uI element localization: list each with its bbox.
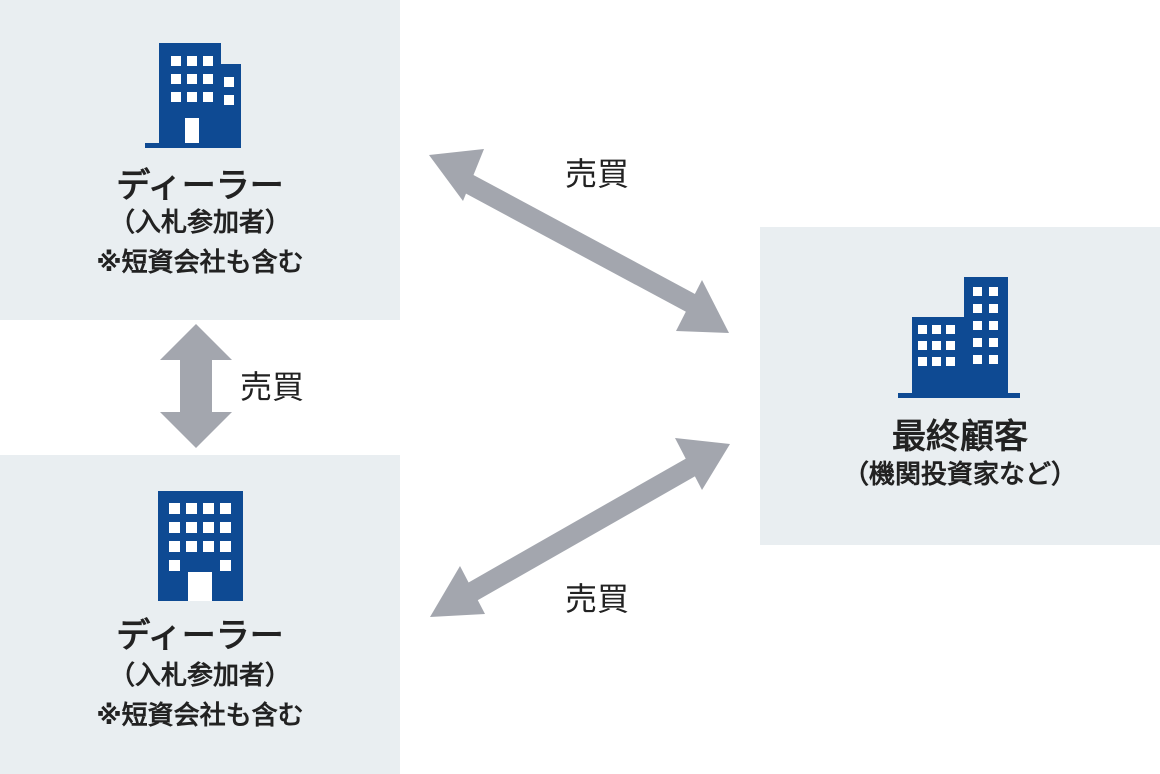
customer-subtitle: （機関投資家など）	[842, 460, 1077, 490]
dealer-bottom-title: ディーラー	[116, 616, 284, 656]
office-building-icon	[158, 491, 243, 601]
edge-label-dealers: 売買	[240, 368, 305, 406]
office-building-icon	[145, 43, 241, 148]
edge-label-bottom-customer: 売買	[565, 580, 630, 618]
arrow-dealer-bottom-customer	[430, 438, 730, 617]
arrow-dealer-top-customer	[429, 149, 729, 333]
dealer-bottom-subtitle: （入札参加者）	[108, 661, 291, 691]
dealer-top-subtitle: （入札参加者）	[108, 208, 291, 238]
dealer-bottom-note: ※短資会社も含む	[96, 701, 304, 731]
office-buildings-icon	[898, 277, 1020, 398]
arrow-dealer-top-dealer-bottom	[160, 324, 232, 448]
dealer-top-title: ディーラー	[116, 166, 284, 206]
dealer-top-note: ※短資会社も含む	[96, 248, 304, 278]
customer-title: 最終顧客	[892, 417, 1028, 457]
edge-label-top-customer: 売買	[565, 155, 630, 193]
